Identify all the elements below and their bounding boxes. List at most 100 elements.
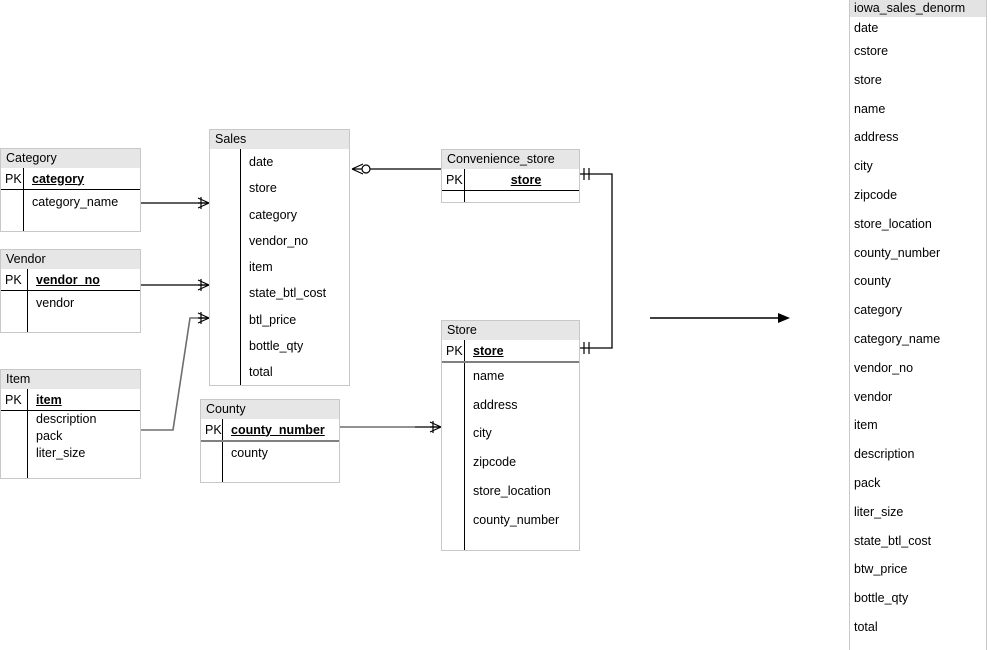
entity-body-category: PK category category_name (1, 168, 140, 231)
denorm-column-item[interactable]: cstore (854, 44, 889, 58)
relationship-item-sales (141, 312, 210, 431)
entity-attribute-row: store_location (442, 476, 579, 505)
denorm-column-list: date cstore store name address city zipcode sto… (850, 17, 986, 649)
denorm-column-item[interactable]: vendor (854, 389, 893, 404)
entity-attribute-row: name (442, 361, 579, 390)
denorm-column-item[interactable]: store (854, 72, 882, 87)
entity-attribute-name: name (473, 368, 505, 383)
entity-key-label: PK (5, 272, 22, 287)
denorm-column-item[interactable]: city (854, 159, 873, 174)
denorm-column-item[interactable]: category_name (854, 331, 941, 346)
denorm-column-item[interactable]: bottle_qty (854, 591, 909, 606)
entity-title-convenience_store: Convenience_store (442, 150, 579, 169)
entity-attribute-name: county_number (473, 512, 560, 527)
denorm-column-item[interactable]: county (854, 274, 891, 289)
entity-pk-separator (1, 189, 140, 190)
denorm-column-item[interactable]: liter_size (854, 504, 904, 519)
denorm-column-item[interactable]: county_number (854, 245, 941, 260)
entity-attribute-row: zipcode (442, 447, 579, 476)
entity-pk-row: PK store (442, 340, 579, 361)
denorm-column-item[interactable]: total (854, 619, 878, 634)
denorm-table-panel[interactable]: iowa_sales_denorm date cstore store name add… (849, 0, 987, 650)
entity-attribute-row: address (442, 390, 579, 419)
relationship-convenience-store-store (580, 168, 613, 354)
denorm-table-title: iowa_sales_denorm (850, 0, 986, 17)
entity-attribute-name: address (473, 397, 518, 412)
entity-title-sales: Sales (210, 130, 349, 149)
entity-key-label: PK (5, 171, 22, 186)
entity-key-label: PK (446, 343, 463, 358)
entity-attribute-row: store (210, 175, 349, 201)
entity-column-divider (464, 340, 465, 550)
denorm-column-item[interactable]: description (854, 447, 915, 462)
denorm-column-item[interactable]: address (854, 130, 899, 145)
entity-attribute-name: store (473, 343, 504, 358)
entity-attribute-name: vendor_no (249, 234, 309, 248)
flow-arrow (650, 313, 790, 323)
entity-attribute-row: btl_price (210, 306, 349, 333)
entity-attribute-row (442, 190, 579, 202)
entity-attribute-row: item (210, 254, 349, 280)
denorm-column-item[interactable]: pack (854, 475, 881, 490)
entity-key-label: PK (5, 392, 22, 407)
entity-attribute-name: category_name (32, 194, 119, 209)
entity-attribute-name: vendor_no (36, 272, 100, 287)
relationship-county-store (340, 421, 442, 433)
entity-pk-separator (1, 290, 140, 291)
denorm-column-item[interactable]: vendor_no (854, 360, 914, 375)
entity-attribute-name: btl_price (249, 312, 297, 327)
entity-attribute-name: category (32, 171, 85, 186)
entity-attribute-name: vendor (36, 295, 75, 310)
entity-attribute-row (442, 534, 579, 550)
entity-attribute-row: county (201, 440, 339, 465)
denorm-column-item[interactable]: category (854, 303, 902, 318)
relationship-vendor-sales (141, 279, 210, 291)
entity-attribute-row: state_btl_cost (210, 280, 349, 306)
entity-attribute-name: total (249, 365, 273, 379)
entity-attribute-name: date (249, 155, 274, 169)
denorm-column-item[interactable]: item (854, 418, 878, 433)
entity-column-divider (27, 389, 28, 478)
entity-attribute-name: item (36, 392, 62, 407)
entity-attribute-name: bottle_qty (249, 339, 304, 353)
entity-attribute-row: category (210, 201, 349, 228)
entity-attribute-row: liter_size (1, 444, 140, 461)
entity-attribute-name: pack (36, 428, 63, 443)
entity-pk-row: PK category (1, 168, 140, 189)
denorm-column-item[interactable]: btw_price (854, 562, 908, 577)
denorm-column-item[interactable]: state_btl_cost (854, 533, 932, 548)
entity-title-store: Store (442, 321, 579, 340)
entity-attribute-name: liter_size (36, 445, 86, 460)
entity-pk-row: PK vendor_no (1, 269, 140, 290)
entity-attribute-name: county (231, 445, 268, 460)
entity-title-item: Item (1, 370, 140, 389)
entity-attribute-row: total (210, 359, 349, 385)
entity-column-divider (240, 149, 241, 385)
entity-attribute-row: date (210, 149, 349, 175)
denorm-column-item[interactable]: store_location (854, 216, 932, 231)
denorm-column-item[interactable]: name (854, 101, 886, 116)
entity-attribute-name: store (249, 181, 277, 195)
entity-pk-separator (1, 410, 140, 411)
denorm-column-item[interactable]: zipcode (854, 187, 898, 202)
entity-attribute-name: zipcode (473, 454, 517, 469)
entity-title-category: Category (1, 149, 140, 168)
entity-attribute-row (1, 315, 140, 332)
denorm-column-item[interactable]: date (854, 21, 879, 35)
relationship-category-sales (141, 197, 210, 209)
entity-title-vendor: Vendor (1, 250, 140, 269)
